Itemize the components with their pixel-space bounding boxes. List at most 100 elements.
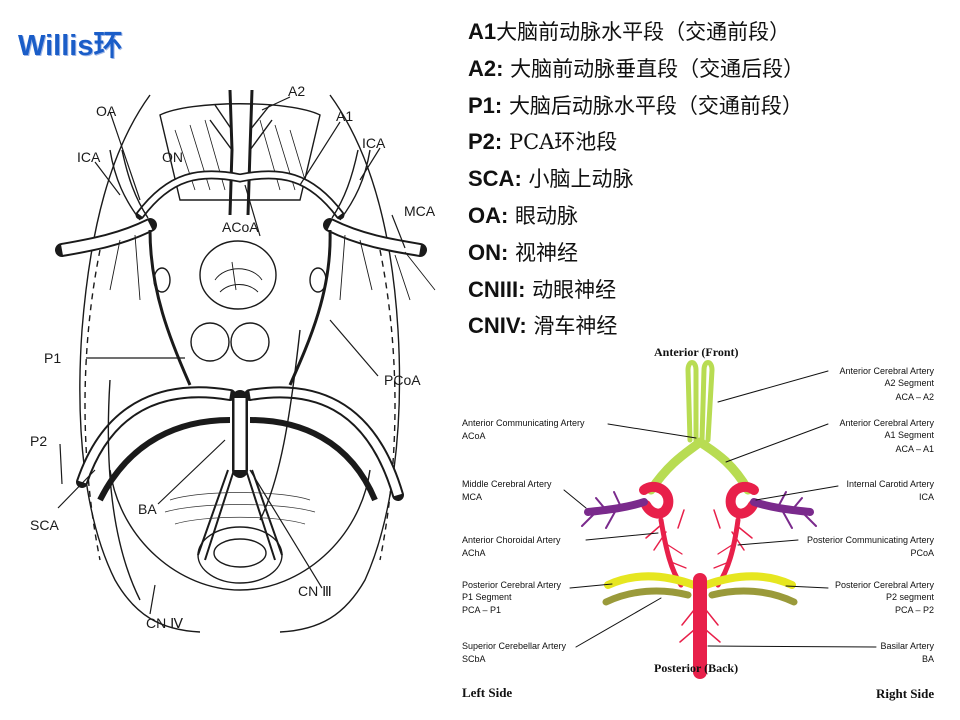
p2-left-inner [78, 388, 231, 484]
legend-desc: 小脑上动脉 [528, 167, 634, 192]
legend-abbr: CNIV: [468, 313, 527, 339]
label-mca-name: Middle Cerebral Artery [462, 479, 552, 489]
label-on: ON [162, 149, 183, 165]
label-p1: P1 [44, 350, 61, 366]
label-aca-a2-abbr: ACA – A2 [895, 392, 934, 402]
pca-p1-left [604, 572, 698, 589]
label-acoa: ACoA [222, 219, 259, 235]
medulla-inner [213, 538, 267, 568]
pcoa-perforators [667, 544, 733, 569]
label-oa: OA [96, 103, 117, 119]
pituitary-stalk [199, 240, 277, 310]
ica-left [639, 481, 674, 519]
label-ica-name: Internal Carotid Artery [846, 479, 934, 489]
label-pca-p1-abbr: PCA – P1 [462, 605, 501, 615]
label-ica-abbr: ICA [919, 492, 934, 502]
slide-title: Willis环 [18, 30, 123, 62]
label-acha-abbr: AChA [462, 548, 486, 558]
sca-left [97, 417, 231, 502]
label-sca: SCA [30, 517, 59, 533]
mca-left-inner [61, 220, 153, 255]
a2-left [228, 89, 234, 216]
label-ba-abbr: BA [922, 654, 934, 664]
label-p2: P2 [30, 433, 47, 449]
label-acha-name: Anterior Choroidal Artery [462, 535, 561, 545]
dashed-dura-right [379, 249, 396, 561]
pcoa-left [148, 229, 192, 386]
legend-row-cn4: CNIV: 滑车神经 [468, 308, 948, 345]
abbreviation-legend: A1大脑前动脉水平段（交通前段） A2: 大脑前动脉垂直段（交通后段） P1: … [468, 14, 948, 345]
a2-branch-right [249, 104, 273, 151]
label-pca-p2-sub: P2 segment [886, 592, 935, 602]
mammillary-body-right [230, 322, 270, 362]
colored-schematic: Anterior (Front) Posterior (Back) Left S… [462, 345, 935, 701]
sca-right [249, 417, 378, 502]
legend-desc: 大脑前动脉水平段（交通前段） [496, 20, 791, 44]
label-ica-left: ICA [77, 149, 101, 165]
cerebellum [109, 469, 371, 591]
legend-row-oa: OA: 眼动脉 [468, 198, 948, 235]
ica-right-stalk [331, 149, 371, 221]
legend-abbr: ON: [468, 239, 509, 265]
pca-p2-left [602, 587, 692, 606]
pca-p2-right [708, 587, 798, 606]
label-anterior: Anterior (Front) [654, 345, 739, 359]
legend-abbr: P1: [468, 92, 503, 118]
cn3-nerve [259, 329, 301, 521]
label-acoa-name: Anterior Communicating Artery [462, 418, 585, 428]
label-aca-a2-name: Anterior Cerebral Artery [839, 366, 934, 376]
legend-desc: 动眼神经 [532, 277, 617, 302]
brain-outline-left [79, 94, 201, 633]
label-ica-right: ICA [362, 135, 386, 151]
legend-desc: 滑车神经 [533, 314, 618, 339]
label-ba-name: Basilar Artery [880, 641, 934, 651]
legend-abbr: SCA: [468, 166, 522, 192]
legend-abbr: OA: [468, 202, 509, 228]
a1-arch [135, 170, 345, 220]
basilar-branches [679, 609, 721, 643]
label-cn3: CN Ⅲ [298, 583, 332, 599]
legend-row-on: ON: 视神经 [468, 235, 948, 272]
legend-row-p1: P1: 大脑后动脉水平段（交通前段） [468, 88, 948, 125]
mca-left-vessel [584, 498, 648, 516]
label-pca-p2-abbr: PCA – P2 [895, 605, 934, 615]
ica-left-stalk [109, 149, 149, 221]
leader-lines [563, 370, 877, 648]
legend-abbr: CNIII: [468, 276, 526, 302]
legend-row-p2: P2: PCA环池段 [468, 124, 948, 161]
label-pca-p1-sub: P1 Segment [462, 592, 512, 602]
legend-desc: 眼动脉 [515, 203, 579, 228]
legend-row-sca: SCA: 小脑上动脉 [468, 161, 948, 198]
legend-desc: 大脑后动脉水平段（交通前段） [508, 93, 803, 118]
legend-row-a2: A2: 大脑前动脉垂直段（交通后段） [468, 51, 948, 88]
label-right-side: Right Side [876, 686, 934, 701]
brain-outline-right [279, 94, 401, 633]
frontal-hatch [174, 119, 306, 191]
mca-right-vessel [750, 498, 814, 516]
ica-perforators [645, 509, 753, 551]
ica-right [725, 481, 759, 519]
label-acoa-abbr: ACoA [462, 431, 486, 441]
label-left-side: Left Side [462, 685, 512, 700]
label-aca-a2-sub: A2 Segment [884, 378, 934, 388]
cn4-nerve [107, 379, 141, 601]
anatomical-drawing: A2 OA A1 ICA ON ICA MCA ACoA P1 PCoA P2 … [30, 83, 436, 633]
label-ba: BA [138, 501, 157, 517]
legend-abbr: P2: [468, 129, 503, 155]
mca-branches [581, 491, 817, 529]
label-scba-name: Superior Cerebellar Artery [462, 641, 567, 651]
label-aca-a1-name: Anterior Cerebral Artery [839, 418, 934, 428]
frontal-lobe [159, 103, 321, 201]
pca-p1-right [702, 572, 796, 589]
a1-arch-inner [137, 172, 343, 217]
pcoa-right [288, 229, 332, 386]
mca-right-inner [327, 220, 421, 255]
label-a2: A2 [288, 83, 305, 99]
dashed-dura-left [84, 249, 101, 561]
aca-a1 [646, 437, 753, 495]
label-pca-p2-name: Posterior Cerebral Artery [835, 580, 935, 590]
pituitary-folds [214, 261, 263, 293]
label-cn4: CN Ⅳ [146, 615, 183, 631]
leader-lines [57, 96, 406, 615]
aca-a2 [685, 360, 715, 443]
